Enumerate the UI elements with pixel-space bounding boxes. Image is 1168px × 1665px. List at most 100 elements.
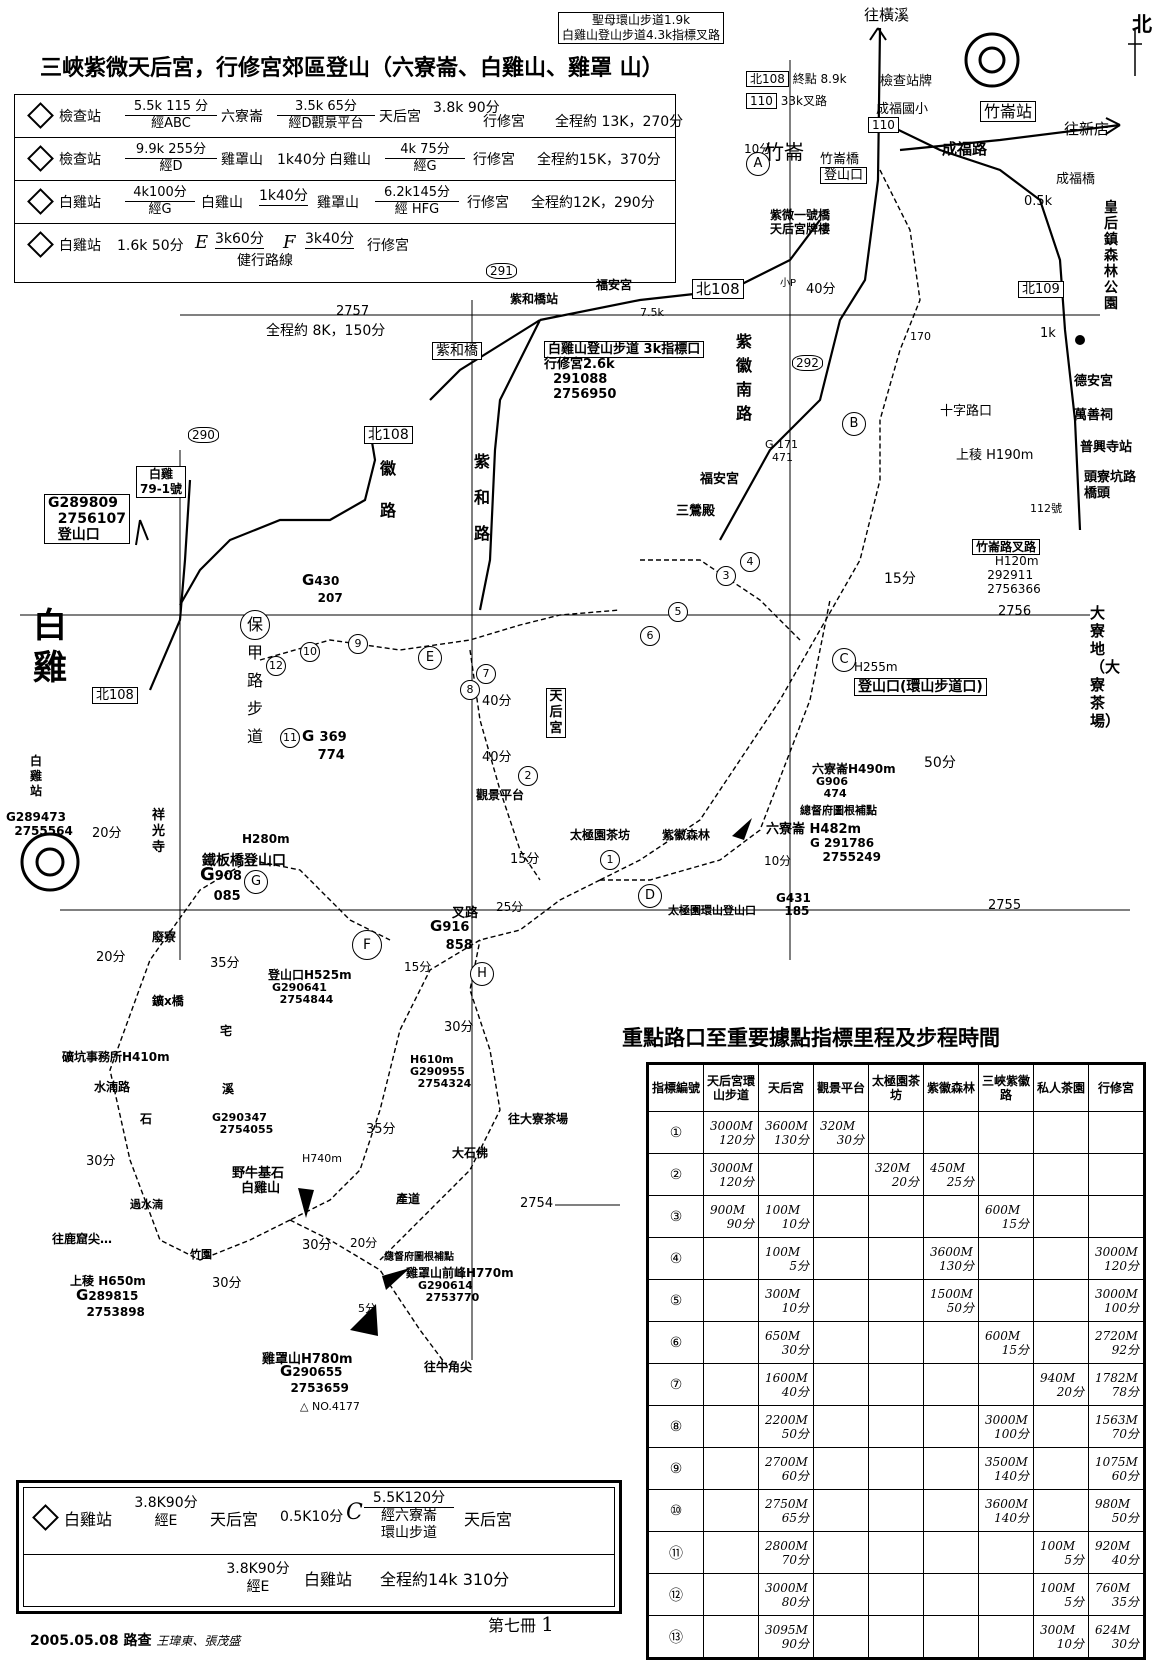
- point-marker-d: D: [638, 884, 662, 908]
- time-label: 40分: [482, 694, 512, 709]
- table-cell: 3000M 80分3000M80分: [758, 1573, 814, 1616]
- label-2754: 2754: [520, 1196, 554, 1211]
- table-cell: 1563M 70分1563M70分: [1088, 1405, 1145, 1448]
- footer-date: 2005.05.08 路查 王瑋東、張茂盛: [30, 1633, 241, 1649]
- table-cell: [703, 1447, 759, 1490]
- route-point: 六寮崙: [221, 109, 263, 125]
- table-cell: [868, 1531, 924, 1574]
- label-g431: G431 185: [776, 891, 811, 918]
- label-g289815: G289815 2753898: [76, 1286, 145, 1320]
- route-point: 天后宮: [379, 109, 421, 125]
- table-header: 天后宮環山步道: [703, 1063, 759, 1112]
- road-sign-291: 291: [486, 263, 517, 279]
- label-tianhou-v: 天后宮: [546, 688, 566, 738]
- label-2757: 2757: [336, 304, 370, 319]
- table-cell: 600M 15分600M15分: [978, 1195, 1034, 1238]
- route-start: 白雞站: [59, 195, 101, 211]
- label-queen-park: 皇后鎮森林公園: [1104, 200, 1118, 312]
- table-cell: [813, 1447, 869, 1490]
- table-cell: [868, 1279, 924, 1322]
- label-guanjing: 觀景平台: [476, 788, 525, 802]
- route-row-4: 白雞站 1.6k 50分 E 3k60分 F 3k40分 行修宮 健行路線: [15, 224, 675, 282]
- label-baiji-station: 白雞站: [30, 754, 43, 798]
- point-marker-3: 3: [716, 566, 736, 586]
- table-index-cell: ⑧: [647, 1405, 704, 1448]
- table-index-cell: ⑬: [647, 1615, 704, 1659]
- label-baiji-big: 白雞: [33, 606, 67, 688]
- label-zhuyuan: 竹園: [190, 1248, 212, 1261]
- table-header: 紫徽森林: [923, 1063, 979, 1112]
- table-cell: [813, 1279, 869, 1322]
- label-g906: G906 474: [816, 775, 848, 800]
- label-shuiguan: 水湳路: [94, 1080, 131, 1094]
- table-cell: [813, 1321, 869, 1364]
- label-h280: H280m: [242, 832, 290, 846]
- table-title: 重點路口至重要據點指標里程及步程時間: [622, 1026, 1000, 1050]
- time-label: 40分: [806, 282, 836, 297]
- table-index-cell: ⑩: [647, 1489, 704, 1532]
- label-h255: H255m: [854, 660, 898, 674]
- point-marker-h: H: [470, 962, 494, 986]
- table-index-cell: ⑤: [647, 1279, 704, 1322]
- label-g171: G 171 471: [765, 438, 799, 464]
- road-sign-110b: 110: [868, 117, 899, 133]
- table-cell: [923, 1195, 979, 1238]
- table-cell: 1075M 60分1075M60分: [1088, 1447, 1145, 1490]
- table-cell: [868, 1111, 924, 1154]
- table-cell: 1500M 50分1500M50分: [923, 1279, 979, 1322]
- eye-icon: [20, 32, 1020, 892]
- label-liuliao-2: 六寮崙H490m: [812, 762, 896, 776]
- table-cell: [703, 1489, 759, 1532]
- table-cell: [1033, 1279, 1089, 1322]
- label-g290641: G290641 2754844: [272, 981, 334, 1006]
- road-sign-290: 290: [188, 427, 219, 443]
- table-cell: [978, 1153, 1034, 1196]
- table-cell: [813, 1363, 869, 1406]
- route-total: 全程約14k 310分: [380, 1570, 510, 1589]
- label-yeniu: 野牛基石 白雞山: [232, 1166, 285, 1196]
- route-total: 全程約12K，290分: [531, 195, 655, 211]
- label-km05: 0.5k: [1024, 194, 1053, 209]
- label-112: 112號: [1030, 502, 1062, 515]
- label-g291786: G 291786 2755249: [810, 836, 881, 864]
- time-label: 20分: [350, 1236, 378, 1250]
- table-cell: 100M 5分100M5分: [1033, 1573, 1089, 1616]
- label-to-xindian: 往新店: [1064, 120, 1110, 138]
- road-sign-109: 北109: [1018, 278, 1064, 298]
- label-checkpoint: 檢查站牌: [880, 74, 933, 89]
- table-cell: [703, 1573, 759, 1616]
- label-jizhao: 雞罩山H780m: [262, 1352, 353, 1367]
- table-header: 太極園茶坊: [868, 1063, 924, 1112]
- table-cell: [978, 1111, 1034, 1154]
- diamond-icon: [32, 1504, 59, 1531]
- route-total: 全程約15K，370分: [537, 152, 661, 168]
- table-cell: 2800M 70分2800M70分: [758, 1531, 814, 1574]
- table-cell: [868, 1405, 924, 1448]
- point-marker-e: E: [418, 646, 442, 670]
- table-cell: [923, 1111, 979, 1154]
- table-cell: [868, 1363, 924, 1406]
- label-g290614: G290614 2753770: [418, 1279, 480, 1304]
- label-km1: 1k: [1040, 326, 1056, 341]
- table-cell: [1088, 1111, 1145, 1154]
- route-end: 白雞站: [304, 1570, 353, 1589]
- road-sign-110: 110 33k叉路: [746, 92, 827, 109]
- table-header: 三峽紫徽路: [978, 1063, 1034, 1112]
- route-segment: 3k60分: [215, 228, 264, 249]
- label-km75: 7.5k: [640, 306, 664, 319]
- label-chengfu-school: 成福國小: [876, 102, 929, 117]
- table-cell: 760M 35分760M35分: [1088, 1573, 1145, 1616]
- table-cell: 3000M 120分3000M120分: [703, 1111, 759, 1154]
- footer-page: 第七冊 1: [488, 1612, 554, 1636]
- label-fork: 叉路: [452, 906, 479, 921]
- route-start: 白雞站: [59, 238, 101, 254]
- route-segment: 3.8k 90分: [433, 100, 500, 116]
- table-cell: [813, 1531, 869, 1574]
- table-cell: 100M 10分100M10分: [758, 1195, 814, 1238]
- time-label: 30分: [444, 1020, 474, 1035]
